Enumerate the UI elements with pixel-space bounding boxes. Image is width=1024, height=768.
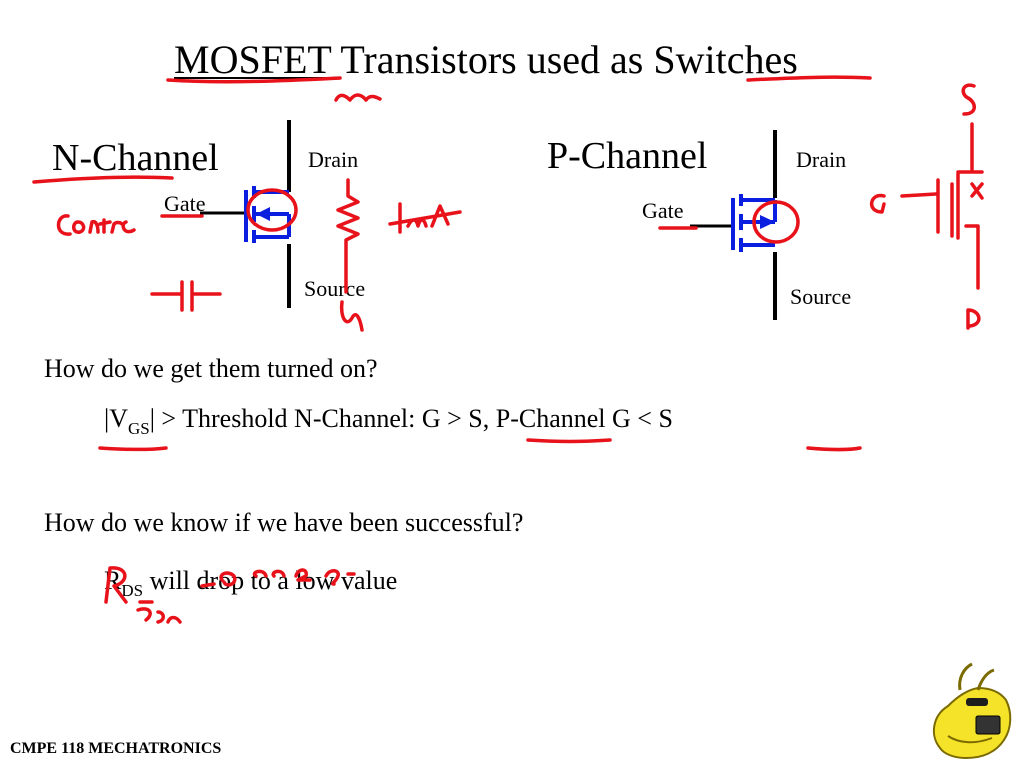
vgs-condition: |VGS| > Threshold N-Channel: G > S, P-Ch… [104, 404, 673, 438]
note-rds-on [104, 566, 182, 624]
n-mosfet-symbol [200, 120, 291, 308]
n-drain-label: Drain [308, 147, 359, 172]
note-p-sketch [870, 122, 984, 290]
circle-p-gate [752, 200, 800, 244]
n-channel-label: N-Channel [52, 137, 219, 179]
underline-g-gt-s [526, 438, 612, 444]
note-capacitor [150, 280, 222, 312]
slug-mascot-logo [932, 662, 1012, 760]
note-s [961, 83, 976, 116]
note-rds-value [200, 568, 356, 588]
slide-title: MOSFET Transistors used as Switches [174, 38, 798, 82]
title-switches: Switches [653, 37, 798, 82]
note-resistor [336, 178, 360, 294]
scribble-source-bottom [339, 300, 364, 332]
note-control [56, 214, 136, 236]
underline-switches [746, 75, 872, 82]
question-success: How do we know if we have been successfu… [44, 508, 524, 537]
pen-annotations [32, 75, 984, 624]
underline-g-lt-s [806, 446, 862, 452]
underline-mosfet [166, 76, 342, 84]
p-mosfet-symbol [690, 130, 777, 320]
rds-subscript: DS [121, 581, 144, 600]
vgs-condition-text: | > Threshold N-Channel: G > S, P-Channe… [149, 404, 673, 433]
question-turn-on: How do we get them turned on? [44, 354, 378, 383]
p-source-label: Source [790, 284, 852, 309]
n-gate-label: Gate [164, 191, 206, 216]
title-mosfet: MOSFET [174, 37, 332, 82]
note-d [966, 308, 981, 330]
title-middle: Transistors used as [331, 37, 654, 82]
p-channel-label: P-Channel [547, 135, 708, 177]
n-source-label: Source [304, 276, 366, 301]
n-arrow [256, 207, 270, 221]
underline-n-channel [32, 175, 174, 184]
p-drain-label: Drain [796, 147, 847, 172]
rds-statement-text: will drop to a low value [143, 566, 398, 595]
vgs-subscript: GS [127, 419, 150, 438]
p-gate-label: Gate [642, 198, 684, 223]
circle-n-gate [246, 188, 298, 232]
scribble-drain-top [334, 93, 382, 102]
footer-course: CMPE 118 MECHATRONICS [10, 740, 222, 757]
underline-vgs [98, 446, 168, 452]
note-1ma [388, 202, 462, 234]
p-arrow [760, 215, 775, 229]
vgs-open: |V [104, 404, 128, 433]
